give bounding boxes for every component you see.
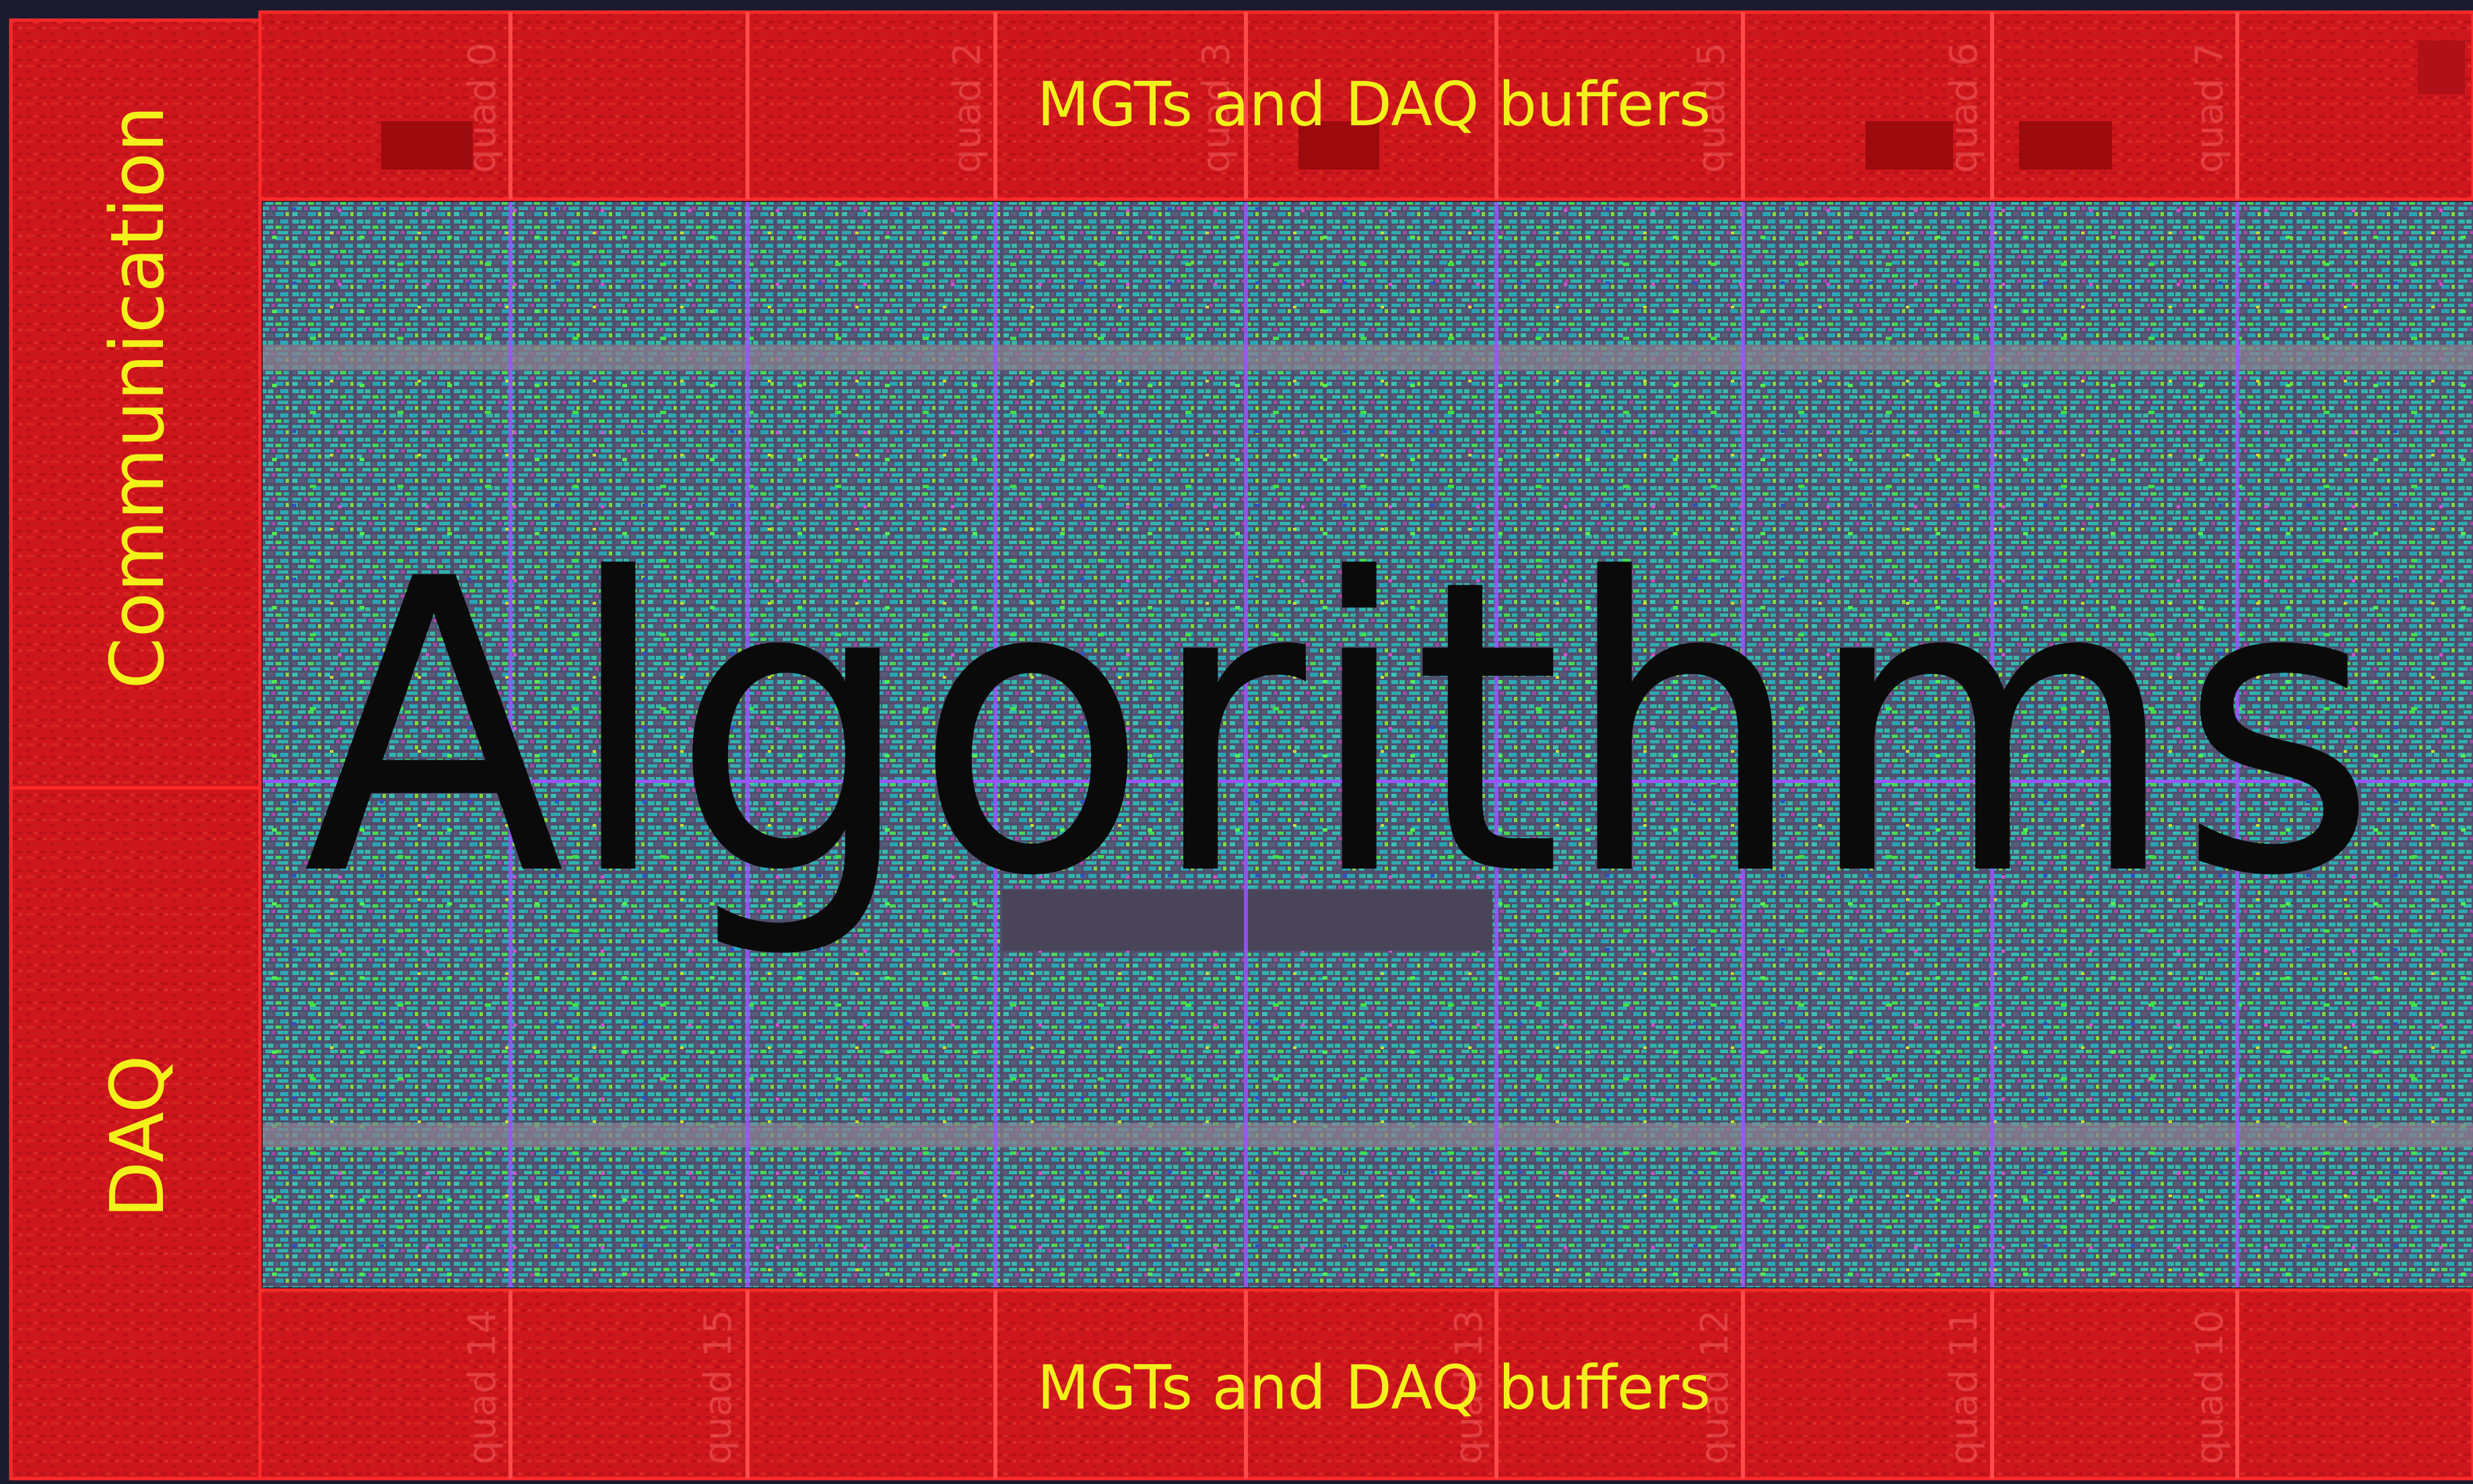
clock-region-lines (508, 202, 2239, 1287)
daq-label: DAQ (94, 1055, 180, 1219)
quad-label: quad 2 (946, 42, 989, 173)
quad-label: quad 11 (1942, 1310, 1986, 1464)
quad-divider (1741, 1290, 1745, 1479)
quad-labels-bottom: quad 14 quad 15 quad 13 quad 12 quad 11 quad … (461, 1310, 2232, 1464)
quad-divider (746, 12, 750, 199)
routing-band-upper (263, 345, 2473, 370)
bottom-region-label: MGTs and DAQ buffers (1037, 1353, 1711, 1423)
quad-divider (2235, 12, 2239, 199)
communication-label: Communication (94, 105, 180, 689)
quad-label: quad 0 (461, 42, 504, 173)
quad-divider (508, 1290, 513, 1479)
algorithms-fabric-speckle (263, 202, 2473, 1287)
bottom-mgt-region (258, 1288, 2473, 1481)
clock-line-horizontal (263, 780, 2473, 783)
clock-line-vertical (1494, 202, 1498, 1287)
mgt-block (1298, 121, 1379, 170)
quad-labels-top: quad 0 quad 2 quad 3 quad 5 quad 6 quad 7 (461, 42, 2232, 173)
clock-line-vertical (2235, 202, 2239, 1287)
quad-divider (1990, 12, 1994, 199)
mgt-block (2418, 40, 2465, 94)
quad-dividers (508, 12, 2239, 1479)
quad-divider (746, 1290, 750, 1479)
top-region-label: MGTs and DAQ buffers (1037, 69, 1711, 140)
quad-divider (1244, 12, 1248, 199)
quad-label: quad 15 (696, 1310, 740, 1464)
mgt-block (381, 121, 473, 170)
mgt-block (1866, 121, 1953, 170)
quad-label: quad 10 (2188, 1310, 2232, 1464)
clock-line-vertical (746, 202, 750, 1287)
quad-label: quad 7 (2188, 42, 2232, 173)
quad-divider (1494, 12, 1498, 199)
daq-region (9, 786, 262, 1481)
quad-divider (993, 1290, 997, 1479)
quad-divider (2235, 1290, 2239, 1479)
communication-region (9, 18, 262, 790)
quad-label: quad 14 (461, 1310, 504, 1464)
mgt-block (2019, 121, 2112, 170)
quad-divider (993, 12, 997, 199)
quad-label: quad 3 (1195, 42, 1239, 173)
clock-line-vertical (1244, 202, 1248, 1287)
quad-divider (508, 12, 513, 199)
clock-line-vertical (1990, 202, 1994, 1287)
quad-divider (1990, 1290, 1994, 1479)
clock-line-vertical (508, 202, 513, 1287)
quad-label: quad 5 (1690, 42, 1734, 173)
quad-divider (1494, 1290, 1498, 1479)
clock-line-vertical (1741, 202, 1745, 1287)
quad-label: quad 13 (1447, 1310, 1491, 1464)
clock-line-vertical (993, 202, 997, 1287)
quad-divider (1244, 1290, 1248, 1479)
algorithms-label: Algorithms (303, 494, 2377, 964)
quad-divider (1741, 12, 1745, 199)
routing-band-lower (263, 1123, 2473, 1147)
quad-label: quad 6 (1942, 42, 1986, 173)
quad-label: quad 12 (1693, 1310, 1737, 1464)
